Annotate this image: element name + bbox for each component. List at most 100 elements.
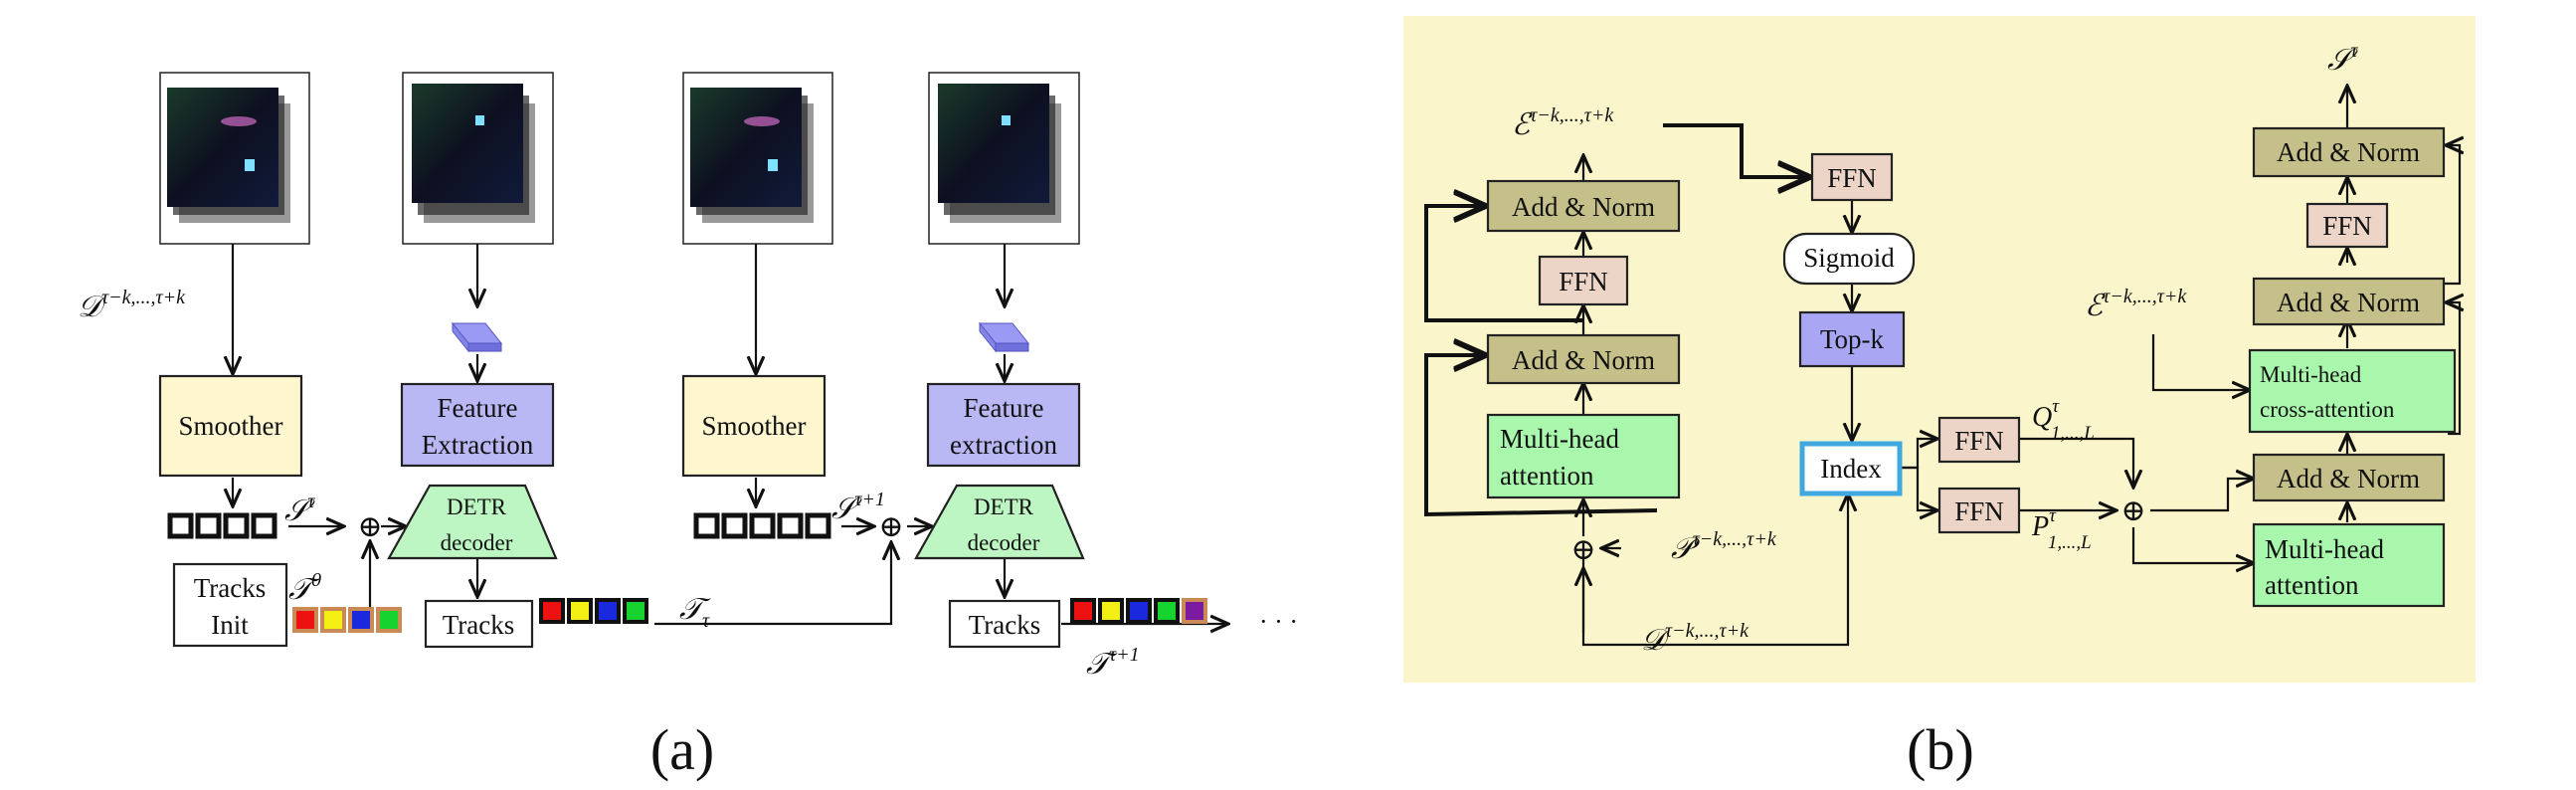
track-square [376, 607, 402, 633]
tracks-label: Tracks [969, 610, 1041, 640]
track-squares-t0 [292, 607, 402, 633]
track-square [1098, 598, 1124, 624]
track-square [539, 598, 565, 624]
detr-decoder: DETR decoder [914, 484, 1085, 560]
label-t-next: 𝒯τ+1 [1086, 644, 1140, 681]
panel-a: ⊕ ⊕ Smoother Smoother Feature Extraction… [78, 72, 1298, 782]
tracks-box: Tracks [424, 599, 534, 649]
panel-b-arrows [1424, 86, 2460, 647]
smoother-label: Smoother [702, 411, 807, 441]
image-stack-3 [682, 72, 833, 245]
ffn-box: FFN [1538, 255, 1629, 306]
add-norm-box: Add & Norm [2252, 453, 2446, 502]
label-e-range: ℰτ−k,...,τ+k [1512, 104, 1614, 141]
panel-b: Add & Norm FFN Add & Norm Multi-head att… [1403, 16, 2476, 782]
oplus-symbol: ⊕ [2120, 494, 2145, 527]
ffn-box: FFN [1937, 416, 2021, 464]
add-norm-box: Add & Norm [2252, 126, 2446, 178]
ellipsis: · · · [1259, 607, 1298, 636]
track-square [1154, 598, 1180, 624]
track-square [567, 598, 593, 624]
track-square [1126, 598, 1152, 624]
track-square [348, 607, 374, 633]
track-squares-tnext [1070, 598, 1207, 624]
detr-label: decoder [441, 530, 513, 555]
tracks-init-label: Init [211, 610, 249, 640]
feature-extraction-label: Feature [964, 393, 1044, 423]
ffn-label: FFN [1827, 163, 1877, 193]
add-norm-label: Add & Norm [1512, 192, 1655, 222]
ffn-label: FFN [2322, 211, 2372, 241]
multihead-attention-box: Multi-head attention [2252, 522, 2446, 608]
tracks-label: Tracks [443, 610, 515, 640]
smoothed-slots [693, 512, 831, 539]
label-e-cross: ℰτ−k,...,τ+k [2085, 286, 2187, 322]
tracks-init-label: Tracks [194, 573, 267, 603]
track-square [1070, 598, 1096, 624]
tracks-init-box: Tracks Init [172, 562, 288, 648]
multihead-label: Multi-head [2265, 534, 2384, 564]
cross-attention-box: Multi-head cross-attention [2248, 348, 2457, 434]
detr-label: DETR [447, 494, 507, 519]
label-s-tau: 𝒮τ [284, 491, 315, 527]
image-stack-4 [928, 72, 1080, 245]
detr-label: decoder [968, 530, 1040, 555]
feature-extraction-label: Extraction [422, 430, 534, 460]
ffn-label: FFN [1559, 267, 1608, 296]
multihead-attention-box: Multi-head attention [1486, 413, 1681, 499]
add-norm-label: Add & Norm [1512, 345, 1655, 375]
track-square [623, 598, 648, 624]
add-norm-label: Add & Norm [2277, 464, 2420, 494]
feature-cube-icon [451, 321, 503, 353]
feature-extraction-label: Feature [438, 393, 518, 423]
index-label: Index [1820, 454, 1882, 484]
feature-extraction-label: extraction [950, 430, 1057, 460]
track-square [1182, 598, 1207, 624]
ffn-box: FFN [1810, 152, 1894, 202]
ffn-label: FFN [1954, 426, 2004, 456]
cross-attention-label: cross-attention [2260, 397, 2395, 422]
oplus-symbol: ⊕ [357, 510, 382, 543]
add-norm-box: Add & Norm [2252, 277, 2446, 326]
add-norm-box: Add & Norm [1486, 179, 1681, 233]
detr-decoder: DETR decoder [387, 484, 558, 560]
ffn-box: FFN [1937, 487, 2021, 534]
multihead-label: attention [1500, 461, 1594, 491]
tracks-box: Tracks [948, 599, 1061, 649]
label-s-tau-next: 𝒮τ+1 [831, 489, 885, 525]
track-squares-ttau [539, 598, 648, 624]
caption-b: (b) [1907, 717, 1974, 782]
multihead-label: Multi-head [1500, 424, 1619, 454]
oplus-symbol: ⊕ [1570, 533, 1595, 566]
smoother-box: Smoother [681, 374, 827, 478]
smoother-box: Smoother [158, 374, 303, 478]
track-square [595, 598, 621, 624]
detr-label: DETR [974, 494, 1034, 519]
label-d-range: 𝒟τ−k,...,τ+k [78, 287, 186, 323]
sigmoid-box: Sigmoid [1782, 232, 1916, 286]
add-norm-box: Add & Norm [1486, 333, 1681, 385]
ffn-box: FFN [2305, 202, 2389, 249]
feature-extraction-box: Feature extraction [926, 382, 1081, 468]
image-stack-1 [159, 72, 310, 245]
oplus-symbol: ⊕ [878, 510, 903, 543]
sigmoid-label: Sigmoid [1803, 243, 1895, 273]
image-stack-2 [402, 72, 554, 245]
label-t-zero: 𝒯0 [288, 569, 321, 606]
smoother-label: Smoother [179, 411, 283, 441]
multihead-label: attention [2265, 570, 2359, 600]
ffn-label: FFN [1954, 496, 2004, 526]
index-box: Index [1799, 441, 1903, 496]
topk-label: Top-k [1820, 324, 1885, 354]
add-norm-label: Add & Norm [2277, 137, 2420, 167]
caption-a: (a) [650, 717, 714, 782]
label-t-tau: 𝒯τ [679, 593, 711, 632]
add-norm-label: Add & Norm [2277, 288, 2420, 317]
feature-cube-icon [978, 321, 1030, 353]
cross-attention-label: Multi-head [2260, 362, 2362, 387]
track-square [292, 607, 318, 633]
topk-box: Top-k [1798, 310, 1906, 368]
smoothed-slots [167, 512, 277, 539]
